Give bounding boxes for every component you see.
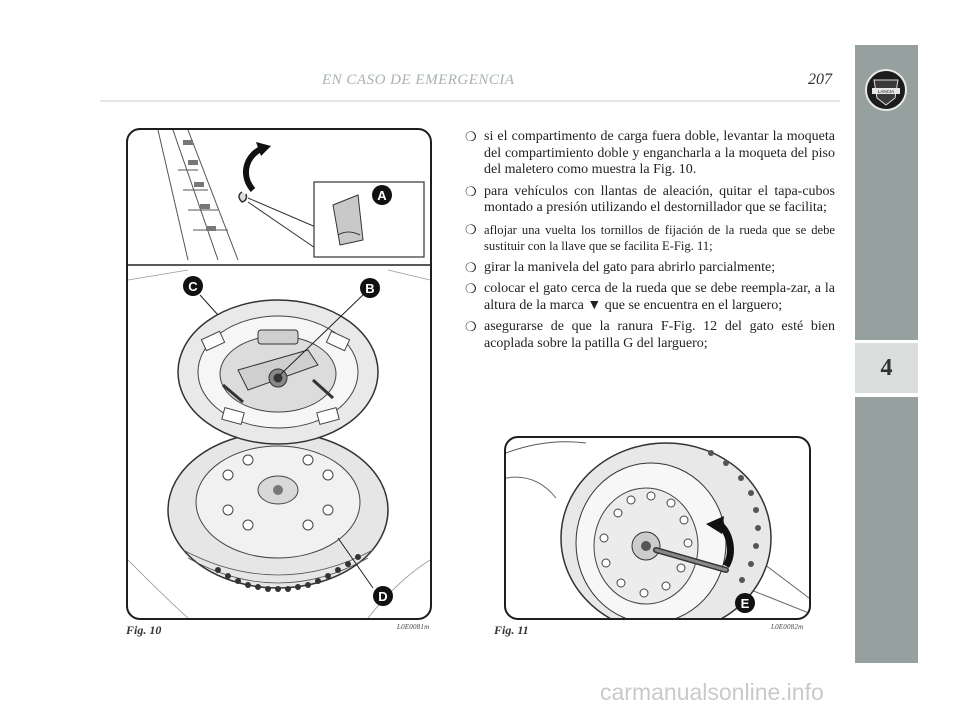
figure-10-spare-wheel: A B C D	[126, 128, 432, 620]
list-item: ❍colocar el gato cerca de la rueda que s…	[465, 281, 835, 313]
chapter-tab[interactable]: 4	[855, 343, 918, 393]
list-item: ❍asegurarse de que la ranura F-Fig. 12 d…	[465, 319, 835, 351]
sidebar-bottom-block	[855, 397, 918, 663]
watermark: carmanualsonline.info	[600, 679, 824, 705]
list-item: ❍aflojar una vuelta los tornillos de fij…	[465, 221, 835, 254]
lancia-logo-icon: LANCIA	[865, 69, 907, 111]
chapter-number: 4	[880, 354, 893, 381]
list-item: ❍si el compartimento de carga fuera dobl…	[465, 129, 835, 177]
label-b: B	[365, 281, 374, 296]
instruction-list: ❍si el compartimento de carga fuera dobl…	[465, 129, 835, 357]
label-e: E	[741, 596, 750, 611]
header-divider	[100, 100, 840, 102]
logo-text: LANCIA	[878, 89, 894, 94]
figure-10-caption: Fig. 10	[126, 623, 162, 637]
list-item: ❍para vehículos con llantas de aleación,…	[465, 183, 835, 216]
page-number: 207	[808, 71, 832, 88]
label-c: C	[188, 279, 198, 294]
figure-10-code: L0E0081m	[397, 623, 430, 631]
section-title: EN CASO DE EMERGENCIA	[322, 72, 515, 88]
label-a: A	[377, 188, 387, 203]
figure-11-caption: Fig. 11	[494, 623, 529, 637]
label-d: D	[378, 589, 387, 604]
list-item: ❍girar la manivela del gato para abrirlo…	[465, 259, 776, 275]
figure-11-code: L0E0082m	[771, 623, 804, 631]
figure-11-wheel-wrench: E	[504, 436, 811, 620]
